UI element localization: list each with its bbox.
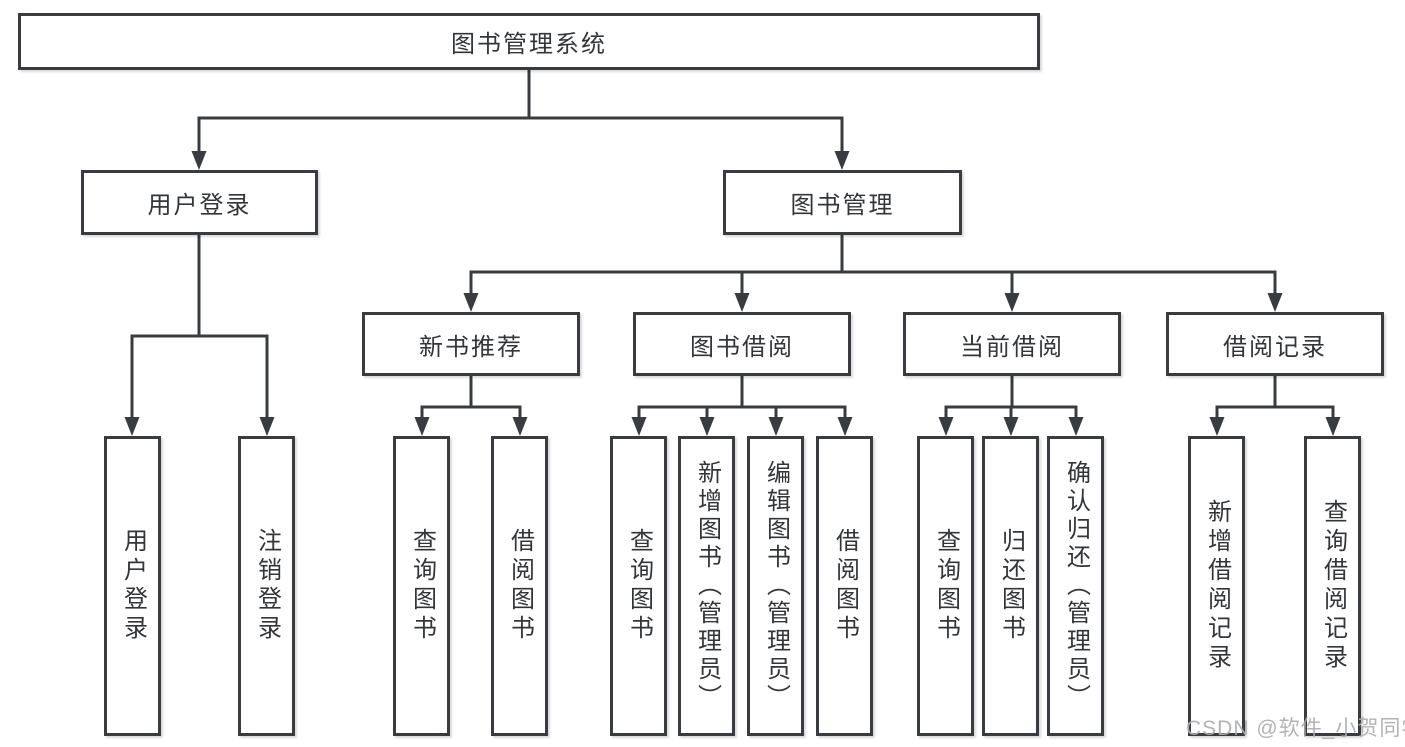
arrowhead xyxy=(837,417,853,436)
arrowhead xyxy=(1068,417,1084,436)
leaf-borrowing-edit-books-admin: 编辑图书（管理员） xyxy=(747,436,804,736)
leaf-user-login-label: 用户登录 xyxy=(119,528,147,644)
arrowhead xyxy=(124,417,140,436)
leaf-current-return-books: 归还图书 xyxy=(982,436,1039,736)
leaf-borrowing-borrow-books-label: 借阅图书 xyxy=(831,528,859,644)
node-new-book-recommendation: 新书推荐 xyxy=(362,312,580,376)
arrowhead xyxy=(259,417,275,436)
leaf-records-add-borrow-record: 新增借阅记录 xyxy=(1188,436,1245,736)
arrowhead xyxy=(512,417,528,436)
leaf-borrowing-query-books-label: 查询图书 xyxy=(625,528,653,644)
arrowhead xyxy=(631,417,647,436)
arrowheads xyxy=(124,151,1341,436)
leaf-borrowing-add-books-admin-label: 新增图书（管理员） xyxy=(693,460,721,712)
connector-borrow-to-leaves xyxy=(637,376,847,420)
leaf-current-query-books: 查询图书 xyxy=(917,436,974,736)
arrowhead xyxy=(938,417,954,436)
node-library-management-system: 图书管理系统 xyxy=(18,13,1040,70)
leaf-current-confirm-return-admin-label: 确认归还（管理员） xyxy=(1062,460,1090,712)
leaf-current-confirm-return-admin: 确认归还（管理员） xyxy=(1047,436,1104,736)
arrowhead xyxy=(699,417,715,436)
leaf-current-query-books-label: 查询图书 xyxy=(932,528,960,644)
connector-current-to-leaves xyxy=(944,376,1078,420)
node-user-login: 用户登录 xyxy=(81,170,318,235)
connector-root-to-level2 xyxy=(197,70,844,153)
leaf-user-login: 用户登录 xyxy=(104,436,161,736)
arrowhead xyxy=(191,151,207,170)
leaf-logout-login-label: 注销登录 xyxy=(253,528,281,644)
arrowhead xyxy=(1267,293,1283,312)
leaf-logout-login: 注销登录 xyxy=(238,436,295,736)
arrowhead xyxy=(834,151,850,170)
leaf-records-add-borrow-record-label: 新增借阅记录 xyxy=(1203,499,1231,673)
leaf-borrowing-query-books: 查询图书 xyxy=(610,436,667,736)
node-borrowing-records: 借阅记录 xyxy=(1166,312,1384,376)
node-book-management: 图书管理 xyxy=(723,170,962,235)
connector-newbooks-to-leaves xyxy=(420,376,522,420)
arrowhead xyxy=(768,417,784,436)
leaf-borrowing-add-books-admin: 新增图书（管理员） xyxy=(678,436,735,736)
arrowhead xyxy=(1003,417,1019,436)
node-current-borrowing: 当前借阅 xyxy=(903,312,1121,376)
leaf-newbooks-borrow-books: 借阅图书 xyxy=(491,436,548,736)
leaf-current-return-books-label: 归还图书 xyxy=(997,528,1025,644)
arrowhead xyxy=(1004,293,1020,312)
leaf-newbooks-borrow-books-label: 借阅图书 xyxy=(506,528,534,644)
connector-bookmgmt-to-level3 xyxy=(469,235,1277,296)
node-book-borrowing: 图书借阅 xyxy=(633,312,851,376)
leaf-records-query-borrow-record-label: 查询借阅记录 xyxy=(1319,499,1347,673)
arrowhead xyxy=(414,417,430,436)
leaf-newbooks-query-books: 查询图书 xyxy=(393,436,450,736)
arrowhead xyxy=(734,293,750,312)
arrowhead xyxy=(1209,417,1225,436)
leaf-borrowing-edit-books-admin-label: 编辑图书（管理员） xyxy=(762,460,790,712)
connector-records-to-leaves xyxy=(1215,376,1335,420)
leaf-records-query-borrow-record: 查询借阅记录 xyxy=(1304,436,1361,736)
leaf-newbooks-query-books-label: 查询图书 xyxy=(408,528,436,644)
connector-userlogin-to-leaves xyxy=(130,235,269,420)
csdn-watermark: CSDN @软件_小贺同学 xyxy=(1186,717,1405,740)
arrowhead xyxy=(463,293,479,312)
leaf-borrowing-borrow-books: 借阅图书 xyxy=(816,436,873,736)
arrowhead xyxy=(1325,417,1341,436)
